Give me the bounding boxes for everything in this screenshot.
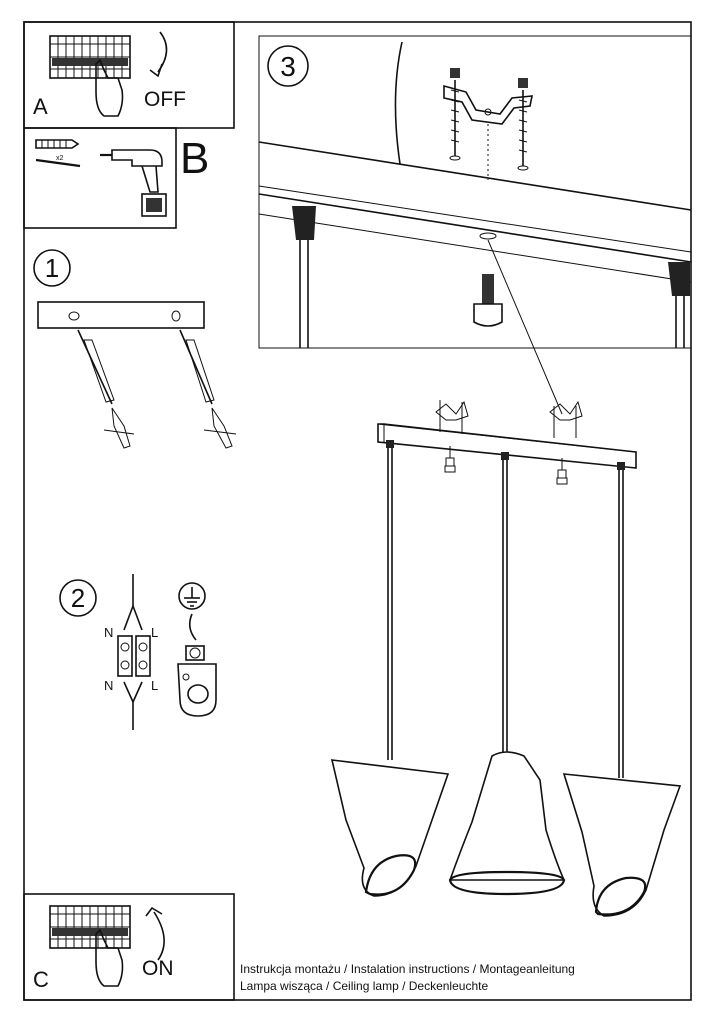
step-2-wiring: 2 N L N L bbox=[59, 574, 217, 730]
hand-icon bbox=[95, 58, 124, 117]
step-3-number: 3 bbox=[280, 51, 296, 82]
canopy-cap-nuts-icon bbox=[444, 446, 568, 485]
wall-plug-icon bbox=[35, 139, 80, 149]
panel-c-frame bbox=[23, 893, 235, 1001]
canopy-hole bbox=[479, 232, 497, 240]
arrow-down-icon bbox=[157, 31, 168, 73]
step-1-number: 1 bbox=[45, 253, 59, 283]
terminal-label-n-bottom: N bbox=[104, 678, 113, 693]
panel-a-letter: A bbox=[33, 94, 48, 119]
terminal-label-n-top: N bbox=[104, 625, 113, 640]
panel-a-switch-off: A OFF bbox=[23, 21, 235, 129]
mounting-bracket-icon bbox=[443, 84, 533, 125]
terminal-label-l-top: L bbox=[151, 625, 158, 640]
bracket-screw-left-icon bbox=[449, 68, 461, 161]
top-brackets-icon bbox=[435, 400, 583, 438]
bracket-screw-right-icon bbox=[517, 78, 529, 171]
panel-b-tools: x2 B bbox=[23, 127, 209, 229]
lamp-shade-left bbox=[330, 759, 450, 897]
dowel-left-icon bbox=[77, 329, 135, 449]
hand-icon-c bbox=[95, 928, 124, 987]
quantity-label: x2 bbox=[56, 155, 64, 162]
suspension-cables bbox=[387, 448, 624, 778]
footer-title-instructions: Instrukcja montażu / Instalation instruc… bbox=[240, 962, 575, 976]
lamp-shade-right bbox=[562, 773, 682, 917]
canopy-top-edge bbox=[258, 193, 692, 263]
panel-b-frame bbox=[23, 127, 177, 229]
step-2-number: 2 bbox=[71, 583, 85, 613]
step-3-badge bbox=[267, 45, 309, 87]
drill-hole-right bbox=[171, 310, 181, 322]
panel-a-action-label: OFF bbox=[144, 88, 186, 111]
ground-symbol-icon bbox=[178, 582, 206, 610]
ceiling-edge bbox=[258, 141, 692, 211]
breaker-box-icon bbox=[49, 35, 131, 79]
drill-hole-left bbox=[68, 311, 80, 321]
suspension-grips-icon bbox=[386, 440, 625, 470]
drill-icon bbox=[100, 149, 167, 217]
cap-nut-icon bbox=[473, 274, 503, 327]
step-1-badge bbox=[33, 249, 71, 287]
step-1-mounting-holes: 1 bbox=[33, 249, 237, 449]
ground-terminal-icon bbox=[177, 613, 217, 717]
panel-c-switch-on: C ON bbox=[23, 893, 235, 1001]
cable-grip-right-icon bbox=[668, 262, 690, 348]
panel-a-frame bbox=[23, 21, 235, 129]
lamp-shade-center bbox=[448, 751, 566, 896]
step-3-bracket-mounting: 3 bbox=[258, 35, 692, 349]
footer-title-product: Lampa wisząca / Ceiling lamp / Deckenleu… bbox=[240, 979, 489, 993]
ceiling-cable bbox=[394, 41, 403, 165]
step-3-frame bbox=[258, 35, 692, 349]
panel-b-letter: B bbox=[180, 134, 209, 183]
dowel-right-icon bbox=[179, 329, 237, 449]
panel-c-letter: C bbox=[33, 967, 49, 992]
page-border bbox=[23, 21, 692, 1001]
step-2-badge bbox=[59, 579, 97, 617]
panel-c-action-label: ON bbox=[142, 957, 174, 980]
cable-grip-left-icon bbox=[292, 206, 316, 348]
breaker-box-icon-c bbox=[49, 905, 131, 949]
canopy-bottom-edge bbox=[258, 213, 692, 283]
screw-icon bbox=[35, 158, 81, 168]
ceiling-section bbox=[37, 301, 205, 329]
arrow-up-icon bbox=[153, 911, 165, 961]
terminal-block-icon bbox=[117, 574, 151, 730]
canopy-bar bbox=[377, 423, 637, 469]
terminal-label-l-bottom: L bbox=[151, 678, 158, 693]
assembled-ceiling-lamp bbox=[330, 400, 682, 917]
detail-leader-line bbox=[487, 239, 563, 415]
